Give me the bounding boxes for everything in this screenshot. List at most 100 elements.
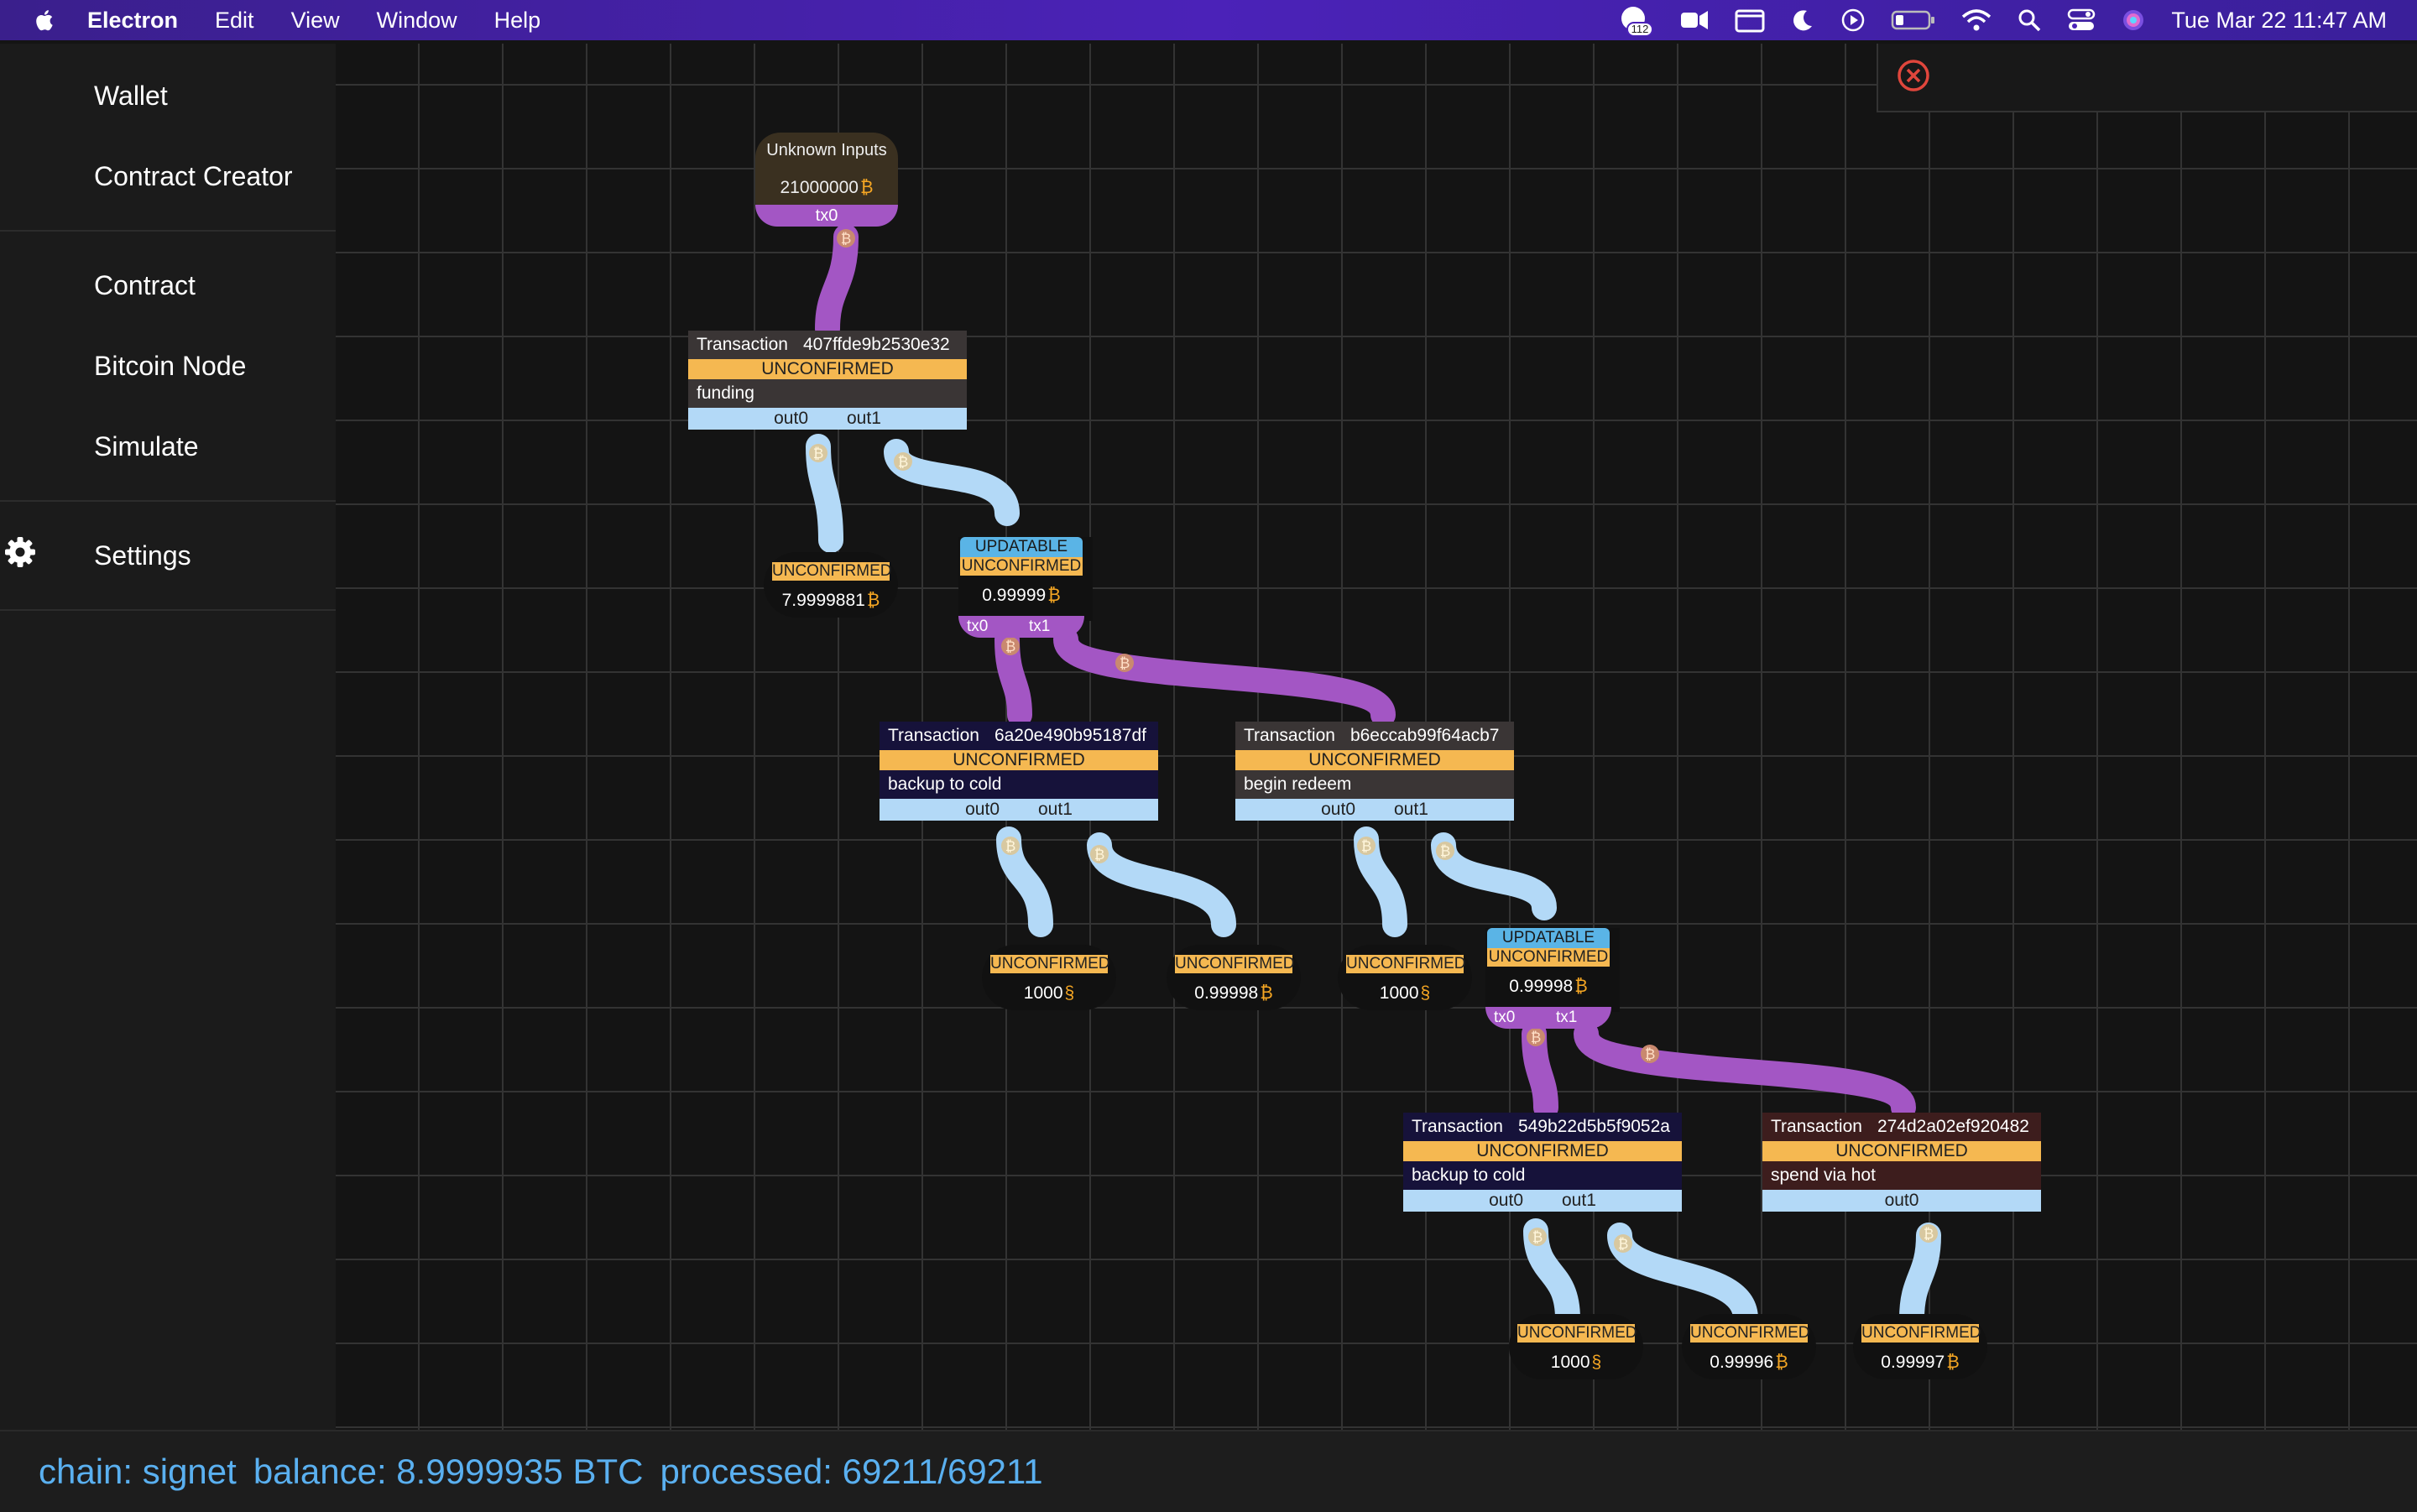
siri-icon[interactable]: [2121, 8, 2146, 33]
battery-icon[interactable]: [1891, 9, 1936, 31]
graph-wires: ₿ ₿ ₿ ₿ ₿ ₿ ₿ ₿ ₿ ₿ ₿ ₿ ₿ ₿: [806, 224, 1941, 1332]
output-port[interactable]: out1: [1038, 800, 1073, 819]
input-port[interactable]: tx1: [1556, 1009, 1578, 1026]
window-icon[interactable]: [1735, 8, 1765, 33]
svg-text:₿: ₿: [1005, 838, 1016, 854]
output-port[interactable]: out1: [847, 409, 881, 428]
output-node[interactable]: UNCONFIRMED 1000§: [1338, 945, 1472, 1010]
transaction-note: spend via hot: [1762, 1161, 2041, 1190]
wire-badge: ₿: [1641, 1045, 1659, 1063]
svg-text:₿: ₿: [1005, 639, 1016, 654]
status-badge: UNCONFIRMED: [1861, 1324, 1981, 1343]
output-port[interactable]: out0: [774, 409, 808, 428]
apple-icon[interactable]: [34, 8, 54, 32]
status-badge: UNCONFIRMED: [1762, 1141, 2041, 1161]
menu-window[interactable]: Window: [376, 7, 457, 33]
output-value: 0.99998₿: [1509, 977, 1588, 996]
output-node[interactable]: UNCONFIRMED 0.99997₿: [1853, 1314, 1987, 1379]
output-node[interactable]: UNCONFIRMED 7.9999881₿: [764, 552, 898, 618]
transaction-id: 6a20e490b95187df: [994, 726, 1146, 745]
wire-badge: ₿: [1357, 837, 1376, 855]
output-node[interactable]: UNCONFIRMED 0.99998₿: [1167, 945, 1301, 1010]
unknown-inputs-tx0[interactable]: tx0: [755, 205, 898, 227]
output-node[interactable]: UNCONFIRMED 0.99996₿: [1682, 1314, 1816, 1379]
wifi-icon[interactable]: [1961, 8, 1992, 32]
wire-badge: ₿: [894, 452, 912, 471]
output-port[interactable]: out1: [1394, 800, 1428, 819]
output-port[interactable]: out0: [965, 800, 1000, 819]
wire-output: [1431, 832, 1557, 920]
output-port[interactable]: out0: [1884, 1191, 1919, 1210]
close-icon[interactable]: [1895, 57, 1932, 94]
transaction-outputs: out0 out1: [880, 799, 1158, 821]
wire-badge: ₿: [1528, 1228, 1547, 1246]
nav-contract-creator[interactable]: Contract Creator: [94, 161, 293, 191]
search-icon[interactable]: [2017, 8, 2042, 33]
transaction-id: 549b22d5b5f9052a: [1517, 1117, 1670, 1136]
sidebar-divider: [0, 230, 336, 232]
menu-edit[interactable]: Edit: [215, 7, 254, 33]
menu-view[interactable]: View: [290, 7, 340, 33]
wire-output: [884, 439, 1020, 526]
output-value: 0.99997₿: [1881, 1353, 1960, 1372]
updatable-badge: UPDATABLE: [960, 537, 1083, 557]
status-badge: UNCONFIRMED: [960, 557, 1083, 576]
transaction-outputs: out0 out1: [1235, 799, 1514, 821]
nav-wallet[interactable]: Wallet: [94, 81, 168, 111]
menu-app-name[interactable]: Electron: [87, 7, 179, 33]
input-port[interactable]: tx0: [967, 618, 989, 635]
nav-bitcoin-node[interactable]: Bitcoin Node: [94, 351, 247, 381]
output-value: 0.99998₿: [1194, 983, 1273, 1003]
transaction-outputs: out0 out1: [1403, 1190, 1682, 1212]
output-port[interactable]: out0: [1321, 800, 1355, 819]
nav-contract[interactable]: Contract: [94, 270, 196, 300]
output-port[interactable]: out1: [1562, 1191, 1596, 1210]
output-node[interactable]: UNCONFIRMED 1000§: [1509, 1314, 1643, 1379]
chain-status: chain: signet: [39, 1452, 237, 1491]
gear-icon[interactable]: [3, 535, 37, 569]
svg-text:₿: ₿: [813, 446, 824, 461]
output-value: 1000§: [1550, 1353, 1602, 1372]
svg-text:₿: ₿: [1361, 838, 1372, 854]
input-port[interactable]: tx1: [1029, 618, 1051, 635]
transaction-outputs: out0: [1762, 1190, 2041, 1212]
input-port[interactable]: tx0: [1494, 1009, 1516, 1026]
svg-text:₿: ₿: [1645, 1046, 1656, 1062]
wire-input: [1053, 627, 1396, 727]
transaction-id: 274d2a02ef920482: [1877, 1117, 2029, 1136]
nav-simulate[interactable]: Simulate: [94, 431, 199, 461]
transaction-note: begin redeem: [1235, 770, 1514, 799]
svg-text:₿: ₿: [1120, 655, 1130, 671]
notification-center-icon[interactable]: 112: [1619, 4, 1654, 36]
updatable-badge: UPDATABLE: [1487, 928, 1610, 948]
nav-settings[interactable]: Settings: [94, 540, 191, 571]
wire-badge: ₿: [1115, 654, 1134, 672]
menu-help[interactable]: Help: [493, 7, 541, 33]
transaction-id: b6eccab99f64acb7: [1349, 726, 1500, 745]
processed-status: processed: 69211/69211: [660, 1452, 1043, 1491]
output-port[interactable]: out0: [1489, 1191, 1523, 1210]
status-badge: UNCONFIRMED: [772, 562, 892, 581]
output-value: 7.9999881₿: [781, 591, 880, 610]
screen-share-icon[interactable]: [1679, 8, 1710, 33]
control-center-icon[interactable]: [2067, 8, 2096, 33]
menubar-clock[interactable]: Tue Mar 22 11:47 AM: [2171, 7, 2387, 33]
output-value: 0.99996₿: [1710, 1353, 1788, 1372]
moon-icon[interactable]: [1790, 8, 1815, 33]
unknown-inputs-node[interactable]: Unknown Inputs 21000000₿ tx0: [755, 133, 898, 227]
contract-graph-canvas[interactable]: ₿ ₿ ₿ ₿ ₿ ₿ ₿ ₿ ₿ ₿ ₿ ₿ ₿ ₿ Unknown Inpu…: [336, 44, 2417, 1430]
svg-text:₿: ₿: [1924, 1226, 1934, 1242]
transaction-note: backup to cold: [880, 770, 1158, 799]
wire-output: [1607, 1223, 1758, 1332]
play-icon[interactable]: [1840, 8, 1866, 33]
wire-badge: ₿: [1527, 1028, 1545, 1046]
output-node[interactable]: UNCONFIRMED 1000§: [982, 945, 1116, 1010]
